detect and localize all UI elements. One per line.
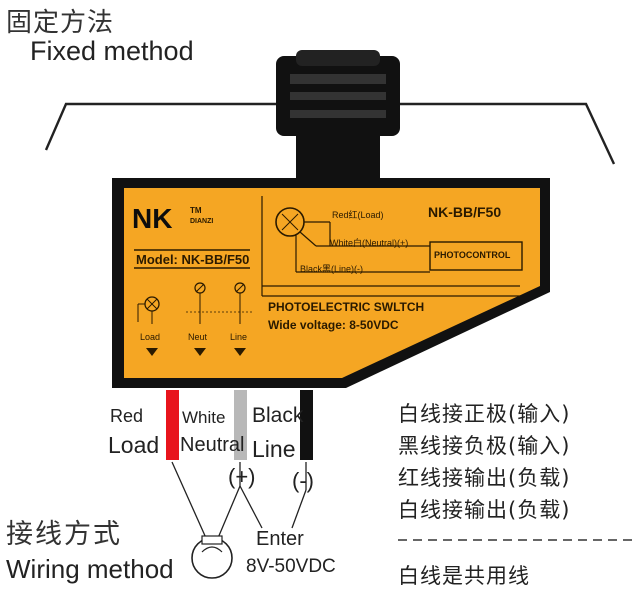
note-footer: 白线是共用线 xyxy=(398,564,530,588)
voltage-label: Wide voltage: 8-50VDC xyxy=(268,318,399,332)
white-wire-color: White xyxy=(182,408,226,427)
model-code: NK-BB/F50 xyxy=(428,204,502,220)
white-wire xyxy=(234,390,247,460)
wiring-title-chinese: 接线方式 xyxy=(6,519,122,550)
title-chinese: 固定方法 xyxy=(6,8,115,38)
terminal-line-label: Line xyxy=(230,332,248,342)
device-body xyxy=(124,188,540,378)
brand-logo: NK xyxy=(132,203,172,234)
title-english: Fixed method xyxy=(30,36,194,66)
terminal-load-label: Load xyxy=(140,332,161,342)
note-line-3: 红线接输出(负载) xyxy=(398,466,571,490)
brand-tm: TM xyxy=(190,206,202,215)
red-wire xyxy=(166,390,179,460)
white-wire-role: Neutral xyxy=(180,434,245,456)
panel-wire-red: Red红(Load) xyxy=(332,210,384,220)
red-wire-color: Red xyxy=(110,406,144,426)
note-line-2: 黑线接负极(输入) xyxy=(398,434,571,458)
panel-wire-white: White白(Neutral)(+) xyxy=(330,238,409,248)
black-wire xyxy=(300,390,313,460)
wiring-title-english: Wiring method xyxy=(6,554,174,584)
brand-sub: DIANZI xyxy=(190,218,214,225)
note-line-4: 白线接输出(负载) xyxy=(398,498,571,522)
red-wire-role: Load xyxy=(108,432,160,458)
panel-wire-black: Black黑(Line)(-) xyxy=(300,264,364,274)
model-label: Model: NK-BB/F50 xyxy=(136,252,250,267)
black-wire-color: Black xyxy=(252,404,304,427)
switch-title: PHOTOELECTRIC SWLTCH xyxy=(268,300,425,314)
terminal-arrow-line xyxy=(234,348,246,356)
note-line-1: 白线接正极(输入) xyxy=(398,402,571,426)
enter-voltage: 8V-50VDC xyxy=(246,556,336,577)
sensor-neck xyxy=(296,128,380,178)
terminal-arrow-neut xyxy=(194,348,206,356)
terminal-arrow-load xyxy=(146,348,158,356)
minus-terminal: (-) xyxy=(292,468,314,493)
photocontrol-box xyxy=(429,241,523,271)
plus-terminal: (+) xyxy=(228,464,256,489)
enter-label: Enter xyxy=(256,528,304,550)
photocontrol-label: PHOTOCONTROL xyxy=(434,250,511,260)
terminal-neut-label: Neut xyxy=(188,332,208,342)
black-wire-role: Line xyxy=(252,436,296,462)
